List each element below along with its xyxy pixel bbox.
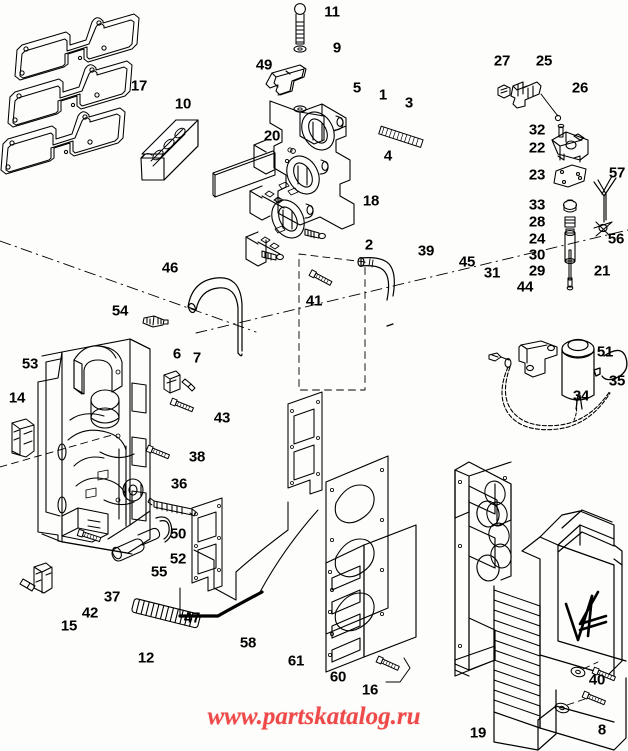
callout-2: 2 xyxy=(364,236,374,254)
callout-22: 22 xyxy=(528,139,546,157)
callout-33: 33 xyxy=(528,196,546,214)
callout-38: 38 xyxy=(188,448,206,466)
callout-40: 40 xyxy=(588,671,606,689)
callout-42: 42 xyxy=(81,604,99,622)
callout-34: 34 xyxy=(572,387,590,405)
callout-5: 5 xyxy=(352,79,362,97)
callout-16: 16 xyxy=(361,681,379,699)
callout-50: 50 xyxy=(169,525,187,543)
callout-44: 44 xyxy=(516,278,534,296)
callout-23: 23 xyxy=(528,166,546,184)
callout-25: 25 xyxy=(535,52,553,70)
callout-49: 49 xyxy=(255,56,273,74)
callout-9: 9 xyxy=(332,39,342,57)
callout-12: 12 xyxy=(137,649,155,667)
callout-20: 20 xyxy=(263,127,281,145)
callout-11: 11 xyxy=(324,3,340,21)
callout-41: 41 xyxy=(305,292,323,310)
callout-28: 28 xyxy=(528,213,546,231)
callout-36: 36 xyxy=(170,475,188,493)
callout-17: 17 xyxy=(130,77,148,95)
callout-55: 55 xyxy=(150,563,168,581)
callout-27: 27 xyxy=(493,52,511,70)
callout-29: 29 xyxy=(528,262,546,280)
callout-1: 1 xyxy=(378,86,388,104)
callout-8: 8 xyxy=(597,721,607,739)
callout-21: 21 xyxy=(593,262,611,280)
callout-14: 14 xyxy=(8,389,26,407)
callout-30: 30 xyxy=(528,246,546,264)
callout-15: 15 xyxy=(60,617,78,635)
callout-39: 39 xyxy=(417,242,435,260)
callout-61: 61 xyxy=(287,652,305,670)
callout-10: 10 xyxy=(174,95,192,113)
callout-24: 24 xyxy=(528,230,546,248)
callout-45: 45 xyxy=(458,253,476,271)
callout-18: 18 xyxy=(362,192,380,210)
callout-37: 37 xyxy=(103,588,121,606)
callout-31: 31 xyxy=(483,264,501,282)
callout-32: 32 xyxy=(528,121,546,139)
callout-4: 4 xyxy=(383,147,393,165)
callout-6: 6 xyxy=(172,345,182,363)
callout-47: 47 xyxy=(183,609,201,627)
callout-7: 7 xyxy=(192,349,202,367)
callout-3: 3 xyxy=(404,94,414,112)
callout-60: 60 xyxy=(329,668,347,686)
callout-51: 51 xyxy=(596,343,614,361)
callout-46: 46 xyxy=(161,259,179,277)
callout-57: 57 xyxy=(608,164,626,182)
callout-54: 54 xyxy=(111,302,129,320)
callout-43: 43 xyxy=(213,409,231,427)
callout-35: 35 xyxy=(608,372,626,390)
callout-53: 53 xyxy=(21,355,39,373)
callout-56: 56 xyxy=(607,230,625,248)
callout-26: 26 xyxy=(571,79,589,97)
callout-58: 58 xyxy=(239,634,257,652)
callout-52: 52 xyxy=(169,550,187,568)
callout-19: 19 xyxy=(469,724,487,742)
